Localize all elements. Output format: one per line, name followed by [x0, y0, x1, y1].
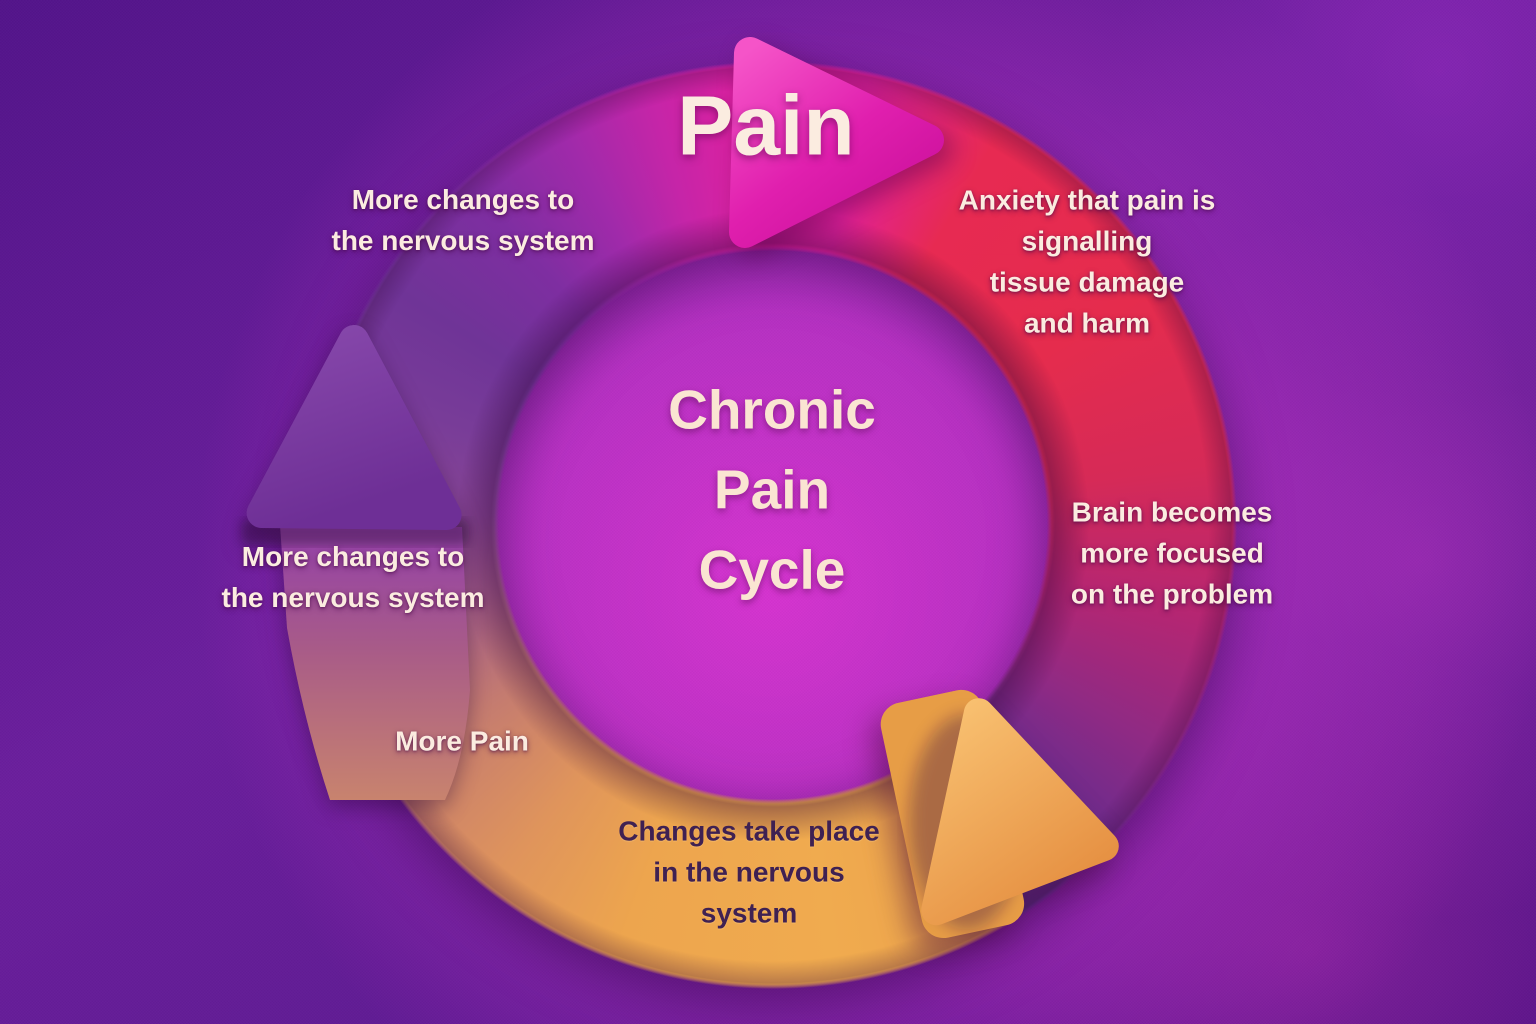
arrow-up-head: [246, 325, 462, 530]
arrow-right-icon: [880, 689, 1119, 939]
label-changes-nervous-system: Changes take place in the nervous system: [618, 815, 880, 929]
pain-arrow-head: [729, 37, 944, 248]
arrow-right-head: [921, 698, 1119, 926]
arrow-up-stem: [280, 525, 470, 800]
label-more-changes-left: More changes to the nervous system: [221, 541, 485, 613]
label-anxiety: Anxiety that pain is signalling tissue d…: [958, 184, 1216, 338]
pain-arrow-right-icon: [729, 37, 944, 248]
arrow-up-icon: [241, 325, 470, 800]
pain-title: Pain: [677, 78, 855, 173]
label-more-changes-top: More changes to the nervous system: [331, 184, 595, 256]
label-brain-focus: Brain becomes more focused on the proble…: [1070, 496, 1274, 610]
label-more-pain: More Pain: [395, 725, 529, 757]
center-title: Chronic Pain Cycle: [668, 378, 876, 600]
